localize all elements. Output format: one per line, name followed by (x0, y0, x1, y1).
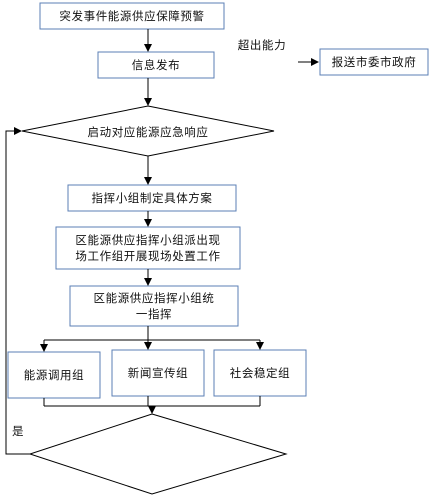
info-release-label: 信息发布 (131, 58, 181, 72)
info-release-box (97, 51, 215, 79)
news-group-label: 新闻宣传组 (127, 366, 189, 380)
report-municipal-label: 报送市委市政府 (331, 55, 417, 69)
yes-label: 是 (11, 424, 25, 438)
unified-command-box (69, 285, 239, 327)
make-plan-box (67, 184, 237, 212)
unified-command-label: 区能源供应指挥小组统 一指挥 (93, 291, 215, 321)
end-decision-label (80, 446, 224, 462)
beyond-capacity-label: 超出能力 (237, 38, 287, 52)
arrow-loop-back-yes (5, 127, 30, 455)
news-group-box (111, 349, 205, 397)
report-municipal-box (319, 48, 429, 76)
make-plan-label: 指挥小组制定具体方案 (91, 191, 213, 205)
energy-dispatch-group-label: 能源调用组 (23, 368, 85, 382)
start-response-label: 启动对应能源应急响应 (87, 125, 209, 139)
end-decision-diamond (28, 413, 288, 495)
energy-dispatch-group-box (7, 351, 101, 399)
emergency-warning-label: 突发事件能源供应保障预警 (59, 9, 205, 23)
social-stability-group-label: 社会稳定组 (229, 366, 291, 380)
dispatch-team-label: 区能源供应指挥小组派出现 场工作组开展现场处置工作 (75, 233, 221, 263)
emergency-warning-box (39, 2, 225, 30)
